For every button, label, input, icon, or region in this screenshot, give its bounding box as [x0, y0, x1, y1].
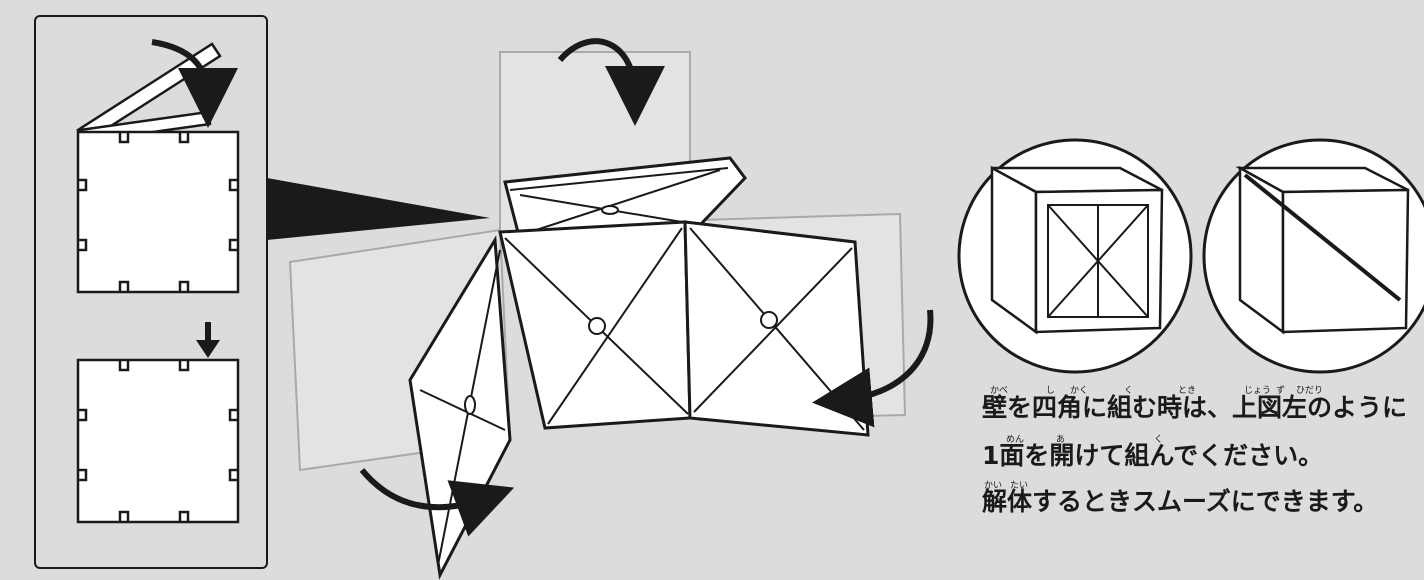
curved-arrow-top [557, 38, 665, 126]
incorrect-example [1202, 138, 1424, 374]
callout-wedge [267, 178, 490, 240]
center-panel [498, 220, 692, 430]
furigana: かい [984, 481, 1003, 491]
furigana: とき [1178, 386, 1197, 396]
prohibited-slash-icon [1243, 173, 1402, 302]
furigana: かべ [990, 386, 1009, 396]
furigana: かく [1070, 386, 1089, 396]
furigana: く [1124, 386, 1134, 396]
instruction-line-1: 壁を四角に組む時は、上図左のように [982, 393, 1408, 422]
curved-arrow-down-1 [151, 39, 238, 128]
curved-arrow-bottom-left [359, 468, 515, 537]
furigana: し [1046, 386, 1056, 396]
furigana: じょう [1244, 386, 1272, 396]
correct-example [957, 138, 1193, 374]
furigana: めん [1006, 435, 1025, 445]
furigana: たい [1010, 481, 1029, 491]
furigana: ず [1276, 386, 1286, 396]
wall-square-1 [76, 130, 240, 294]
wall-square-2 [76, 358, 240, 524]
open-face-box-icon [990, 165, 1164, 335]
furigana: あ [1056, 435, 1066, 445]
right-panel [683, 220, 870, 437]
instruction-line-2: 1面を開けて組んでください。 [982, 441, 1324, 470]
furigana: ひだり [1296, 386, 1324, 396]
furigana: く [1154, 435, 1164, 445]
step2-wall-panel [76, 358, 240, 524]
closed-box-icon [1235, 165, 1410, 335]
arrow-down-icon [196, 322, 220, 358]
curved-arrow-right [812, 309, 934, 428]
instruction-line-3: 解体するときスムーズにできます。 [982, 487, 1379, 516]
